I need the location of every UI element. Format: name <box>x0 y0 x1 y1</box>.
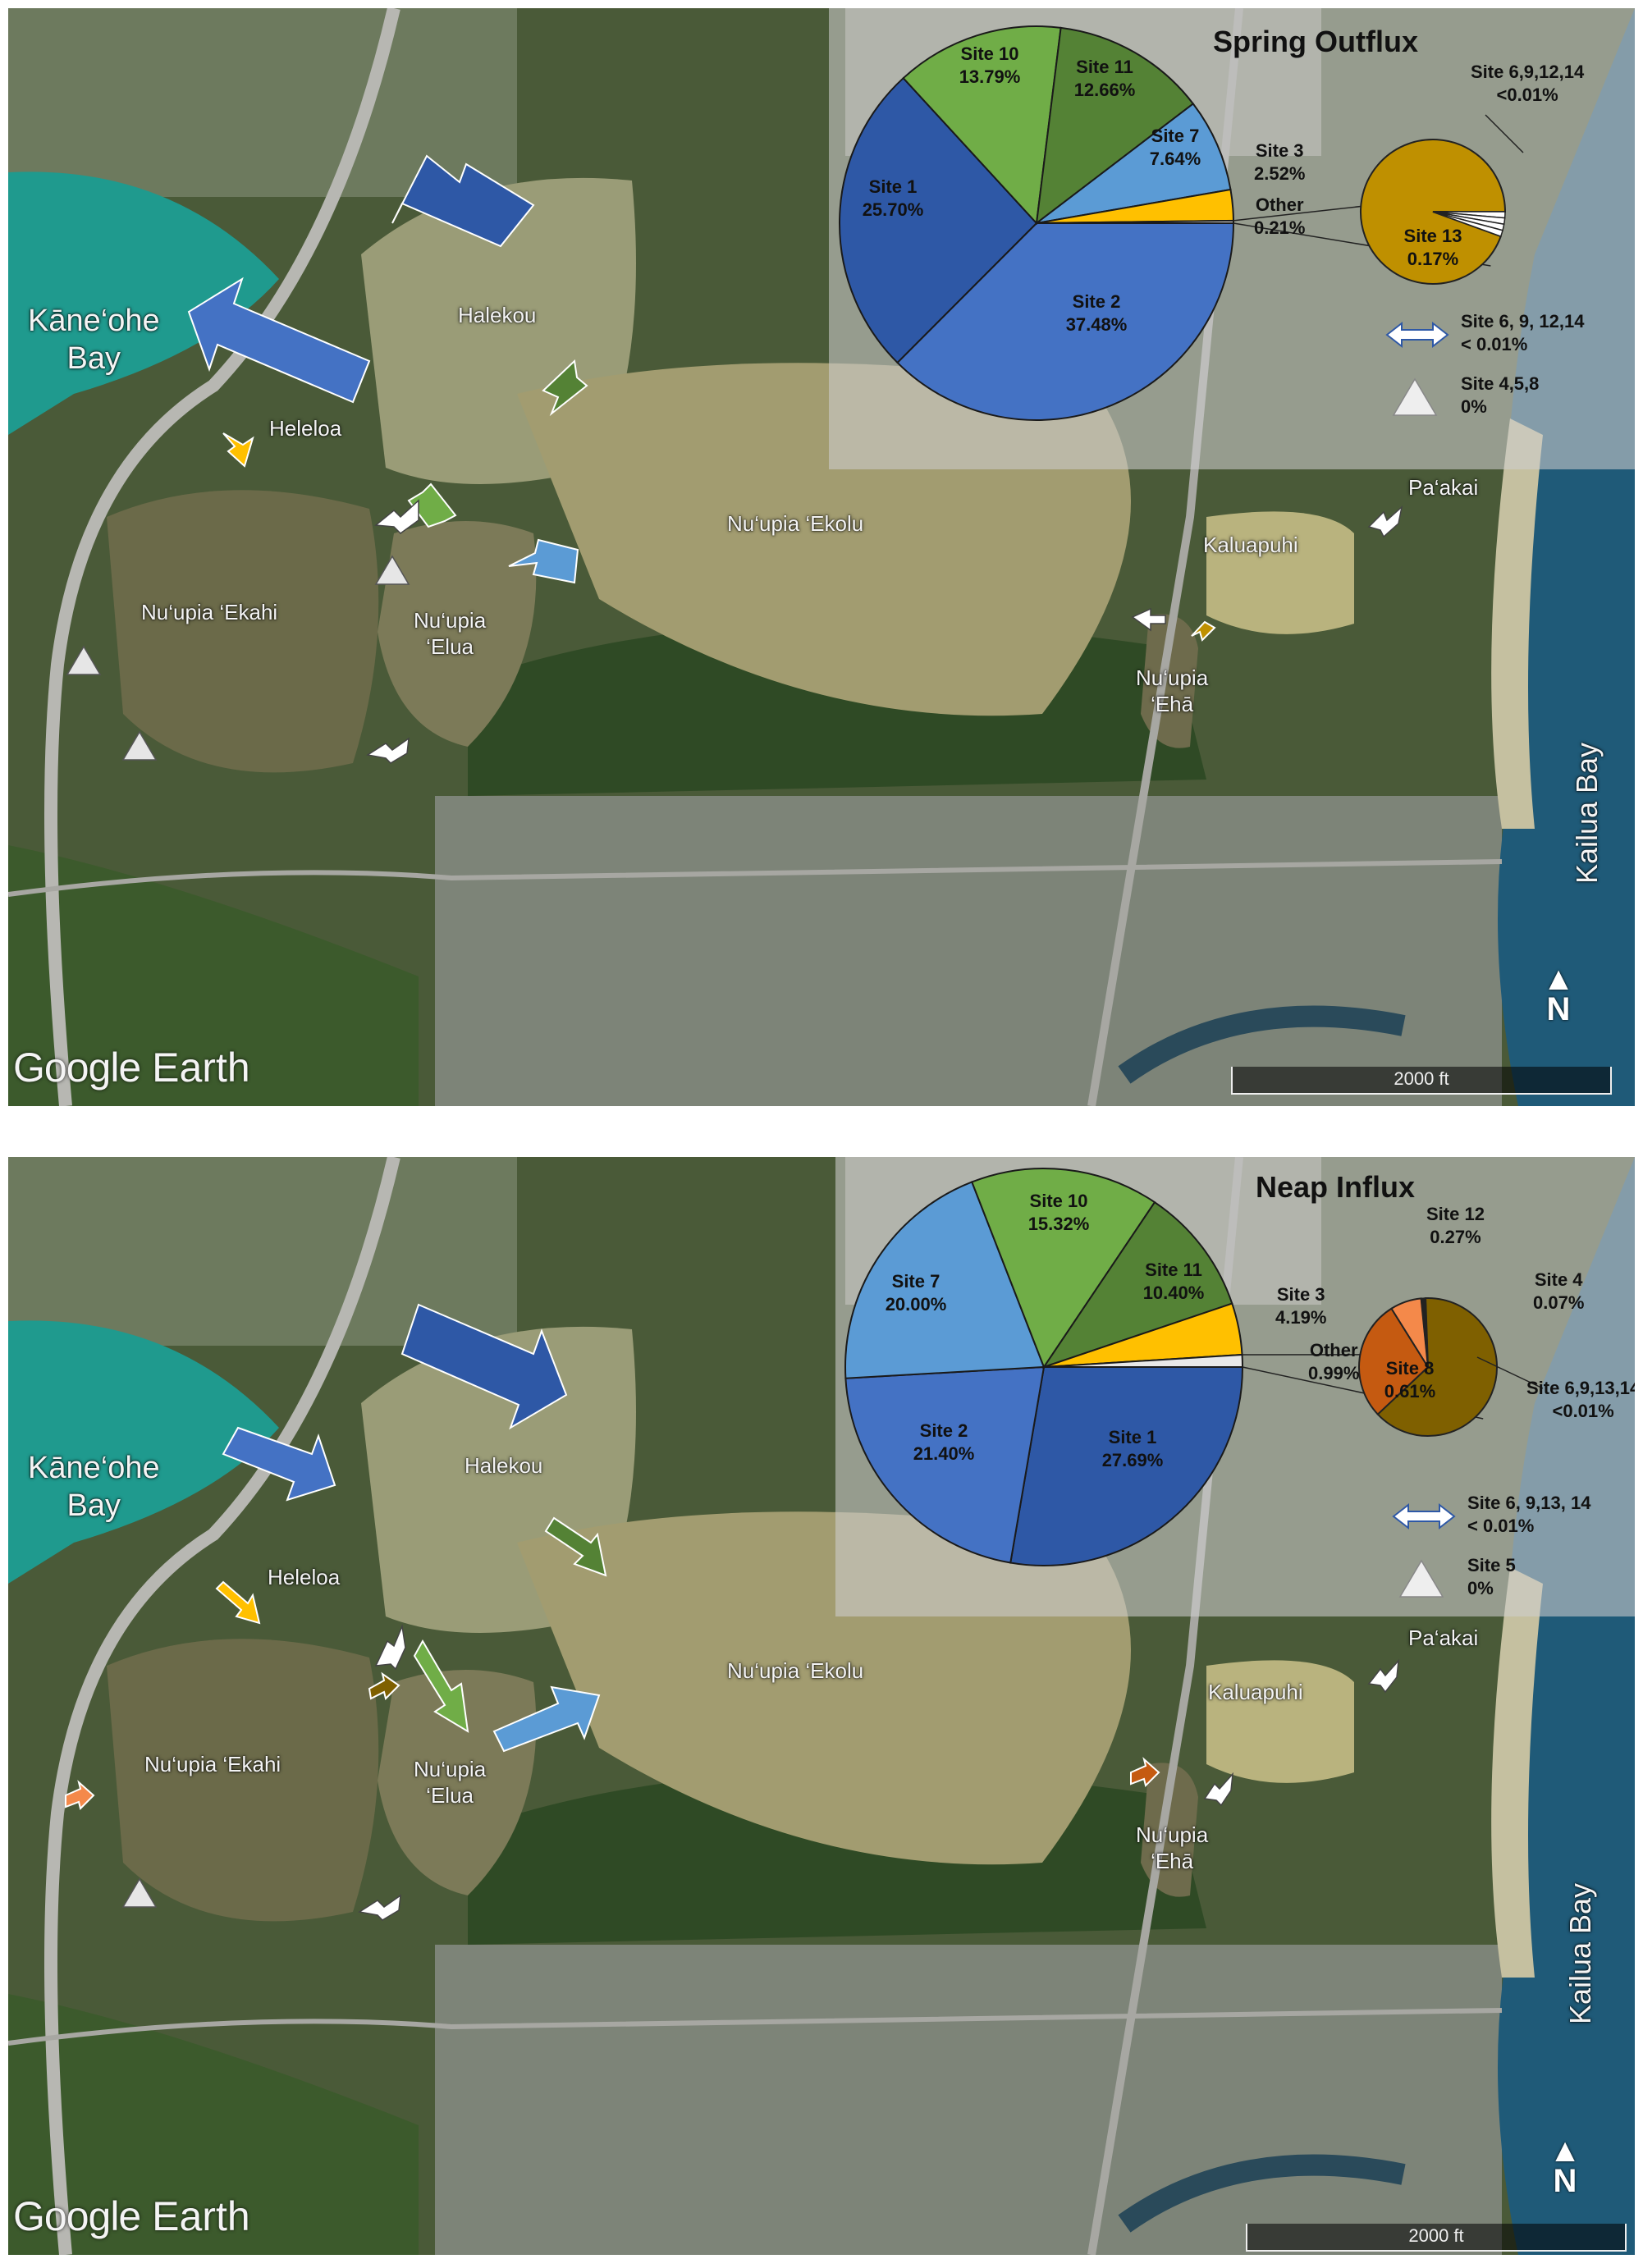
double-arrow-marker <box>374 1624 406 1671</box>
secondary-label-site-6-9-12-14: Site 6,9,12,14<0.01% <box>1471 62 1585 105</box>
double-arrow-marker <box>1131 607 1166 632</box>
place-label-eha: Nu‘upia‘Ehā <box>1136 665 1209 716</box>
flow-arrow-site-7 <box>492 1685 601 1753</box>
place-label-ekolu: Nu‘upia ‘Ekolu <box>727 1658 864 1683</box>
double-arrow-marker <box>1367 505 1403 538</box>
flow-arrow-site-13 <box>1191 620 1216 642</box>
flow-arrow-site-2 <box>222 1426 336 1502</box>
flow-arrow-site-2 <box>187 277 371 404</box>
place-label-paakai: Pa‘akai <box>1408 475 1479 500</box>
triangle-marker <box>374 555 410 585</box>
flow-arrow-site-4 <box>65 1780 95 1810</box>
triangle-marker <box>121 1877 158 1908</box>
place-label-kaluapuhi: Kaluapuhi <box>1203 533 1298 557</box>
google-earth-attribution: Google Earth <box>13 2193 250 2239</box>
north-arrow: ▲N <box>1549 2133 1581 2199</box>
flow-arrow-site-10 <box>413 1639 469 1733</box>
secondary-label-site-6-9-13-14: Site 6,9,13,14<0.01% <box>1526 1378 1635 1421</box>
place-label-elua: Nu‘upia‘Elua <box>414 1757 487 1808</box>
flow-arrow-site-3 <box>222 432 254 468</box>
place-label-heleloa: Heleloa <box>268 1565 341 1589</box>
triangle-marker <box>66 645 102 675</box>
flow-arrow-site-1 <box>391 154 535 248</box>
scale-bar: 2000 ft <box>1231 1067 1612 1095</box>
chart-title: Spring Outflux <box>1213 25 1418 58</box>
place-label-heleloa: Heleloa <box>269 416 342 441</box>
double-arrow-marker <box>1367 1658 1399 1694</box>
google-earth-attribution: Google Earth <box>13 1045 250 1091</box>
place-label-halekou: Halekou <box>458 303 537 327</box>
triangle-marker <box>121 730 158 761</box>
chart-title: Neap Influx <box>1256 1170 1416 1204</box>
double-arrow-marker <box>357 1894 401 1921</box>
double-arrow-marker <box>374 499 419 534</box>
flow-arrow-site-1 <box>400 1303 568 1430</box>
flow-arrow-site-8 <box>368 1671 400 1700</box>
flow-arrow-site-7 <box>508 538 579 584</box>
place-label-ekahi: Nu‘upia ‘Ekahi <box>141 600 278 624</box>
chart-inset-background <box>835 1157 1635 1616</box>
place-label-kailua-bay: Kailua Bay <box>1563 1882 1598 2025</box>
north-arrow: ▲N <box>1542 961 1575 1027</box>
scale-bar: 2000 ft <box>1246 2224 1627 2252</box>
legend-entry: Site 6, 9,13, 14< 0.01% <box>1467 1493 1591 1536</box>
double-arrow-marker <box>1203 1772 1233 1807</box>
place-label-ekolu: Nu‘upia ‘Ekolu <box>727 511 864 536</box>
place-label-ekahi: Nu‘upia ‘Ekahi <box>144 1752 281 1776</box>
flow-arrow-site-10 <box>407 482 457 528</box>
place-label-kaluapuhi: Kaluapuhi <box>1208 1680 1303 1704</box>
place-label-paakai: Pa‘akai <box>1408 1626 1479 1650</box>
flow-arrow-site-12 <box>1130 1757 1160 1787</box>
flow-arrow-site-11 <box>542 359 588 417</box>
place-label-eha: Nu‘upia‘Ehā <box>1136 1822 1209 1873</box>
place-label-kailua-bay: Kailua Bay <box>1570 742 1604 885</box>
flow-arrow-site-3 <box>215 1580 261 1625</box>
legend-entry: Site 6, 9, 12,14< 0.01% <box>1461 311 1585 354</box>
double-arrow-marker <box>365 737 410 764</box>
flow-arrow-site-11 <box>544 1516 607 1577</box>
place-label-halekou: Halekou <box>465 1453 543 1478</box>
place-label-elua: Nu‘upia‘Elua <box>414 608 487 659</box>
